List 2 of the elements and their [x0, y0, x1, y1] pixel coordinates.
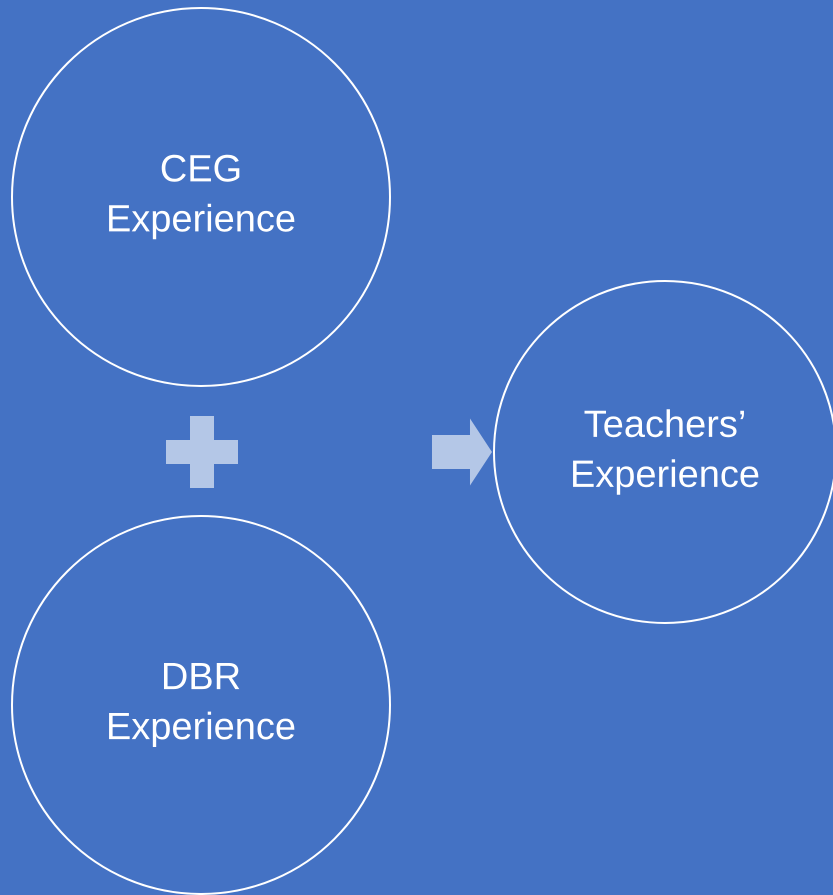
circle-node: DBR Experience [11, 515, 391, 895]
circle-node: CEG Experience [11, 7, 391, 387]
